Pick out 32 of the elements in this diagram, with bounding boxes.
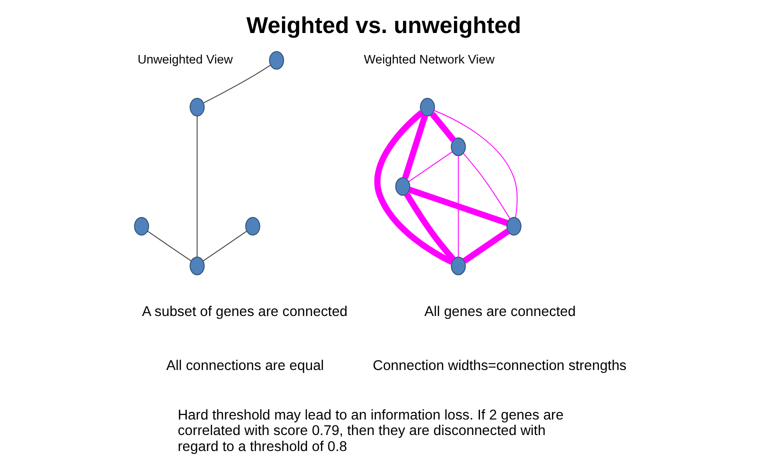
connector <box>458 155 459 258</box>
node-circle <box>190 256 205 276</box>
connector <box>196 116 198 258</box>
label: Unweighted View <box>138 52 233 67</box>
label: Hard threshold may lead to an information loss. If 2 genes are correlated with score 0.79, then they are disconnected with regard to a threshold of 0.8 <box>178 406 564 454</box>
connector <box>202 230 248 262</box>
node-circle <box>450 256 466 276</box>
connector <box>374 110 454 265</box>
node-circle <box>450 138 466 156</box>
connector <box>404 192 456 262</box>
connector <box>203 64 271 104</box>
label: All connections are equal <box>166 356 324 373</box>
node-circle <box>420 98 435 116</box>
node-circle <box>245 216 260 236</box>
connector <box>462 228 510 264</box>
label: Connection widths=connection strengths <box>372 356 626 373</box>
connector <box>430 112 456 142</box>
diagram-title: Weighted vs. unweighted <box>246 12 522 38</box>
node-circle <box>506 216 522 236</box>
node-circle <box>395 177 410 196</box>
connector <box>463 153 510 220</box>
label: All genes are connected <box>424 303 576 320</box>
connector <box>434 110 518 218</box>
connector <box>147 230 192 262</box>
node-circle <box>134 216 150 236</box>
node-circle <box>190 98 205 116</box>
label: A subset of genes are connected <box>142 303 348 320</box>
connector <box>408 151 453 182</box>
node-circle <box>269 51 284 70</box>
connector <box>402 114 428 180</box>
connector <box>408 186 508 226</box>
label: Weighted Network View <box>364 52 495 67</box>
